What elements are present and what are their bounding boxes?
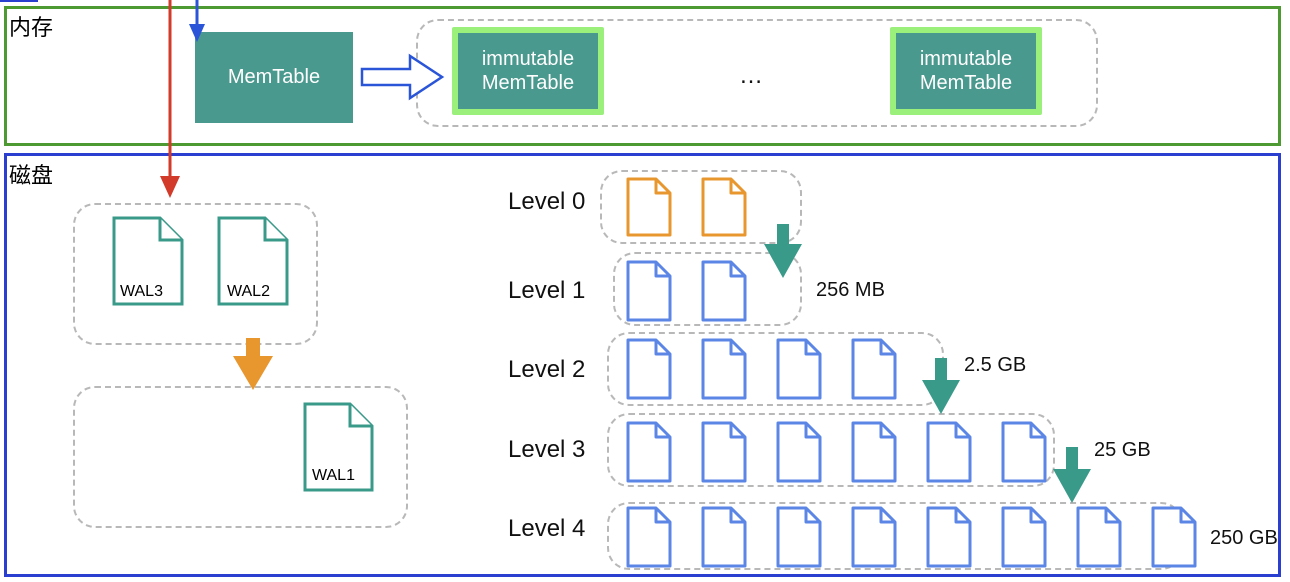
compaction-arrow-3-4 xyxy=(1053,447,1091,503)
disk-region-label: 磁盘 xyxy=(9,164,54,189)
sst-file-icon xyxy=(701,260,747,322)
memory-region-label: 内存 xyxy=(9,16,54,41)
top-left-edge-fragment xyxy=(0,0,38,2)
sst-file-icon xyxy=(626,338,672,400)
sst-file-icon xyxy=(776,506,822,568)
level-3-group xyxy=(607,413,1055,487)
sst-file-icon xyxy=(701,421,747,483)
sst-file-icon xyxy=(1076,506,1122,568)
wal3-label: WAL3 xyxy=(120,283,163,300)
level-2-size: 2.5 GB xyxy=(964,354,1027,376)
level-1-group xyxy=(613,252,802,326)
sst-file-icon xyxy=(851,421,897,483)
disk-region xyxy=(4,153,1281,577)
level-1-size: 256 MB xyxy=(816,279,885,301)
wal1-label: WAL1 xyxy=(312,467,355,484)
sst-file-icon xyxy=(701,177,747,237)
wal-file-icon xyxy=(303,402,374,492)
level-3-label: Level 3 xyxy=(508,436,586,463)
sst-file-icon xyxy=(626,421,672,483)
sst-file-icon xyxy=(776,338,822,400)
wal-archive-arrow xyxy=(233,338,273,390)
wal-archived-group xyxy=(73,386,408,528)
sst-file-icon xyxy=(1151,506,1197,568)
level-2-label: Level 2 xyxy=(508,356,586,383)
wal-active-group xyxy=(73,203,318,345)
sst-files xyxy=(626,177,1197,568)
immutable-memtable-1: immutable MemTable xyxy=(452,27,604,115)
memory-region xyxy=(4,6,1281,146)
level-1-label: Level 1 xyxy=(508,277,586,304)
level-3-size: 25 GB xyxy=(1094,439,1151,461)
sst-file-icon xyxy=(851,338,897,400)
compaction-arrow-2-3 xyxy=(922,358,960,414)
sst-file-icon xyxy=(851,506,897,568)
sst-file-icon xyxy=(701,506,747,568)
memtable-to-immutable-arrow xyxy=(360,53,445,101)
wal-file-icon xyxy=(112,216,184,306)
write-to-wal-arrow xyxy=(160,0,180,198)
sst-file-icon xyxy=(926,506,972,568)
wal2-label: WAL2 xyxy=(227,283,270,300)
sst-file-icon xyxy=(626,506,672,568)
sst-file-icon xyxy=(701,338,747,400)
level-4-label: Level 4 xyxy=(508,515,586,542)
level-0-group xyxy=(600,170,802,244)
level-4-size: 250 GB xyxy=(1210,527,1278,549)
sst-file-icon xyxy=(1001,421,1047,483)
immutable-memtable-2: immutable MemTable xyxy=(890,27,1042,115)
level-0-label: Level 0 xyxy=(508,188,586,215)
sst-file-icon xyxy=(776,421,822,483)
write-to-memtable-arrow xyxy=(189,0,205,42)
wal-file-icon xyxy=(217,216,289,306)
compaction-arrow-0-1 xyxy=(764,224,802,278)
immutable-ellipsis: … xyxy=(739,62,763,89)
sst-file-icon xyxy=(926,421,972,483)
memtable-block: MemTable xyxy=(195,32,353,123)
sst-file-icon xyxy=(626,177,672,237)
sst-file-icon xyxy=(1001,506,1047,568)
sst-file-icon xyxy=(626,260,672,322)
